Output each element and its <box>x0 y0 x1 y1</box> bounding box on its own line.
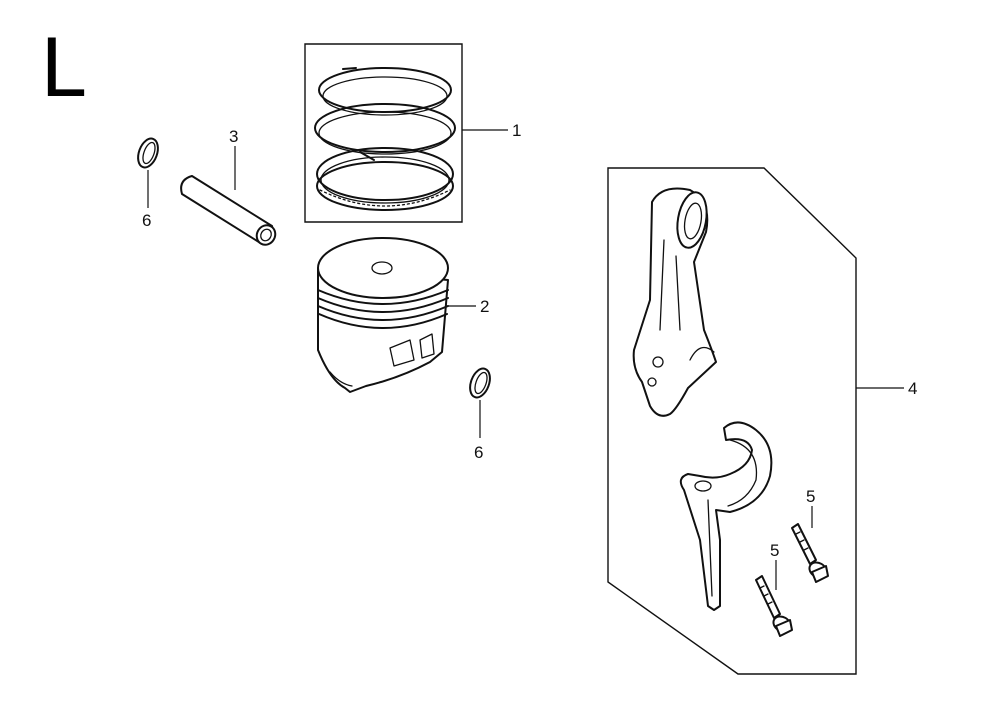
piston-ring-frame <box>304 43 463 223</box>
callout-3: 3 <box>229 127 238 146</box>
connecting-rod[interactable] <box>632 187 717 417</box>
callout-1: 1 <box>512 121 521 140</box>
callout-6-right: 6 <box>474 443 483 462</box>
callout-4: 4 <box>908 379 917 398</box>
rod-bolt-lower[interactable] <box>755 575 793 637</box>
callout-6-left: 6 <box>142 211 151 230</box>
connecting-rod-frame <box>607 167 857 675</box>
rod-cap[interactable] <box>679 421 773 611</box>
pin-clip-left[interactable] <box>134 136 161 170</box>
callout-5-upper: 5 <box>806 487 815 506</box>
callout-2: 2 <box>480 297 489 316</box>
section-letter: L <box>40 22 85 115</box>
piston-pin[interactable] <box>180 175 279 248</box>
pin-clip-right[interactable] <box>466 366 493 400</box>
piston-ring-set[interactable] <box>304 43 463 223</box>
callout-5-lower: 5 <box>770 541 779 560</box>
rod-bolt-upper[interactable] <box>791 523 829 583</box>
piston[interactable] <box>317 237 449 393</box>
